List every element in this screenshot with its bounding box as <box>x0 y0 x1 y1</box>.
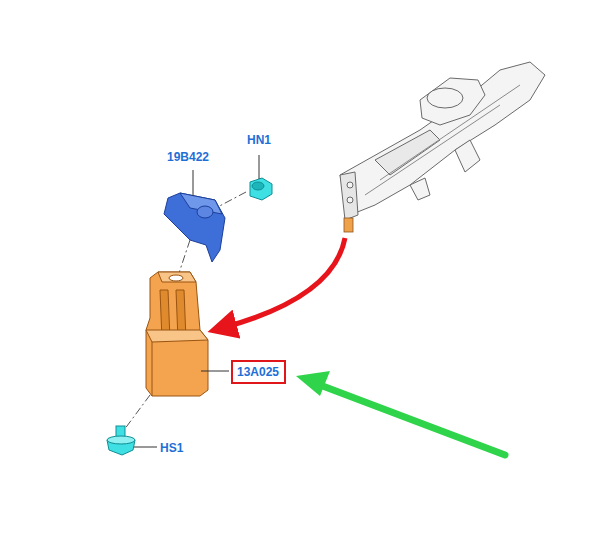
part-number: 13A025 <box>237 365 280 379</box>
callout-box: 13A025 <box>231 360 286 384</box>
bracket <box>164 193 225 262</box>
nut <box>250 178 272 200</box>
part-number: HS1 <box>160 441 183 455</box>
mounting-block <box>146 272 208 396</box>
red-arrow <box>222 238 345 328</box>
leader-lines <box>134 155 259 447</box>
vehicle-frame <box>340 62 545 220</box>
part-number: 19B422 <box>167 150 209 164</box>
part-number: HN1 <box>247 133 271 147</box>
small-part <box>344 218 353 232</box>
bolt <box>107 426 135 455</box>
centre-lines <box>124 192 246 430</box>
green-arrow <box>296 371 505 455</box>
